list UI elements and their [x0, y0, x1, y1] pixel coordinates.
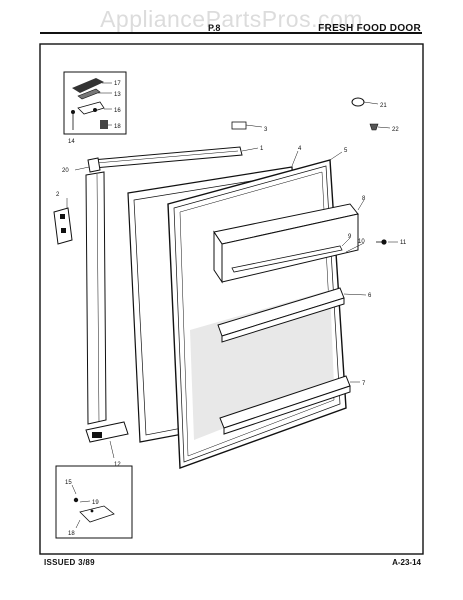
inset-callout-16: 16: [114, 108, 121, 114]
callout-3: 3: [264, 127, 268, 133]
callout-4: 4: [298, 146, 302, 152]
watermark: AppliancePartsPros.com: [100, 6, 363, 32]
callout-20: 20: [62, 168, 69, 174]
inset-callout-14: 14: [68, 139, 75, 145]
inset-callout-17: 17: [114, 81, 121, 87]
side-trim: [66, 171, 107, 425]
callout-6: 6: [368, 293, 372, 299]
inset-callout-13: 13: [114, 92, 121, 98]
callout-11: 11: [400, 240, 407, 246]
callout-2: 2: [56, 192, 60, 198]
shelf-rail: [231, 237, 398, 273]
callout-1: 1: [260, 146, 264, 152]
page-title: FRESH FOOD DOOR: [318, 23, 421, 34]
callout-5: 5: [344, 148, 348, 154]
loose-parts: [351, 97, 391, 131]
issued-date: ISSUED 3/89: [44, 558, 95, 567]
hinge-bracket: [53, 207, 73, 245]
top-trim: [74, 121, 263, 173]
door-shelf-lower: [219, 375, 360, 435]
callout-15: 15: [65, 480, 72, 486]
diagram-frame: [39, 43, 424, 555]
bottom-hinge: [85, 421, 129, 459]
callout-19: 19: [92, 500, 99, 506]
inset-callout-18: 18: [114, 124, 121, 130]
callout-7: 7: [362, 381, 366, 387]
callout-18: 18: [68, 531, 75, 537]
door-shelf-middle: [217, 287, 367, 343]
callout-12: 12: [114, 462, 121, 468]
page-number: P.8: [208, 23, 221, 33]
callout-8: 8: [362, 196, 366, 202]
callout-10: 10: [358, 239, 365, 245]
callout-21: 21: [380, 103, 387, 109]
callout-22: 22: [392, 127, 399, 133]
upper-hinge-inset: [63, 71, 127, 135]
lower-hinge-inset: [55, 465, 133, 539]
document-number: A-23-14: [392, 558, 421, 567]
callout-9: 9: [348, 234, 352, 240]
